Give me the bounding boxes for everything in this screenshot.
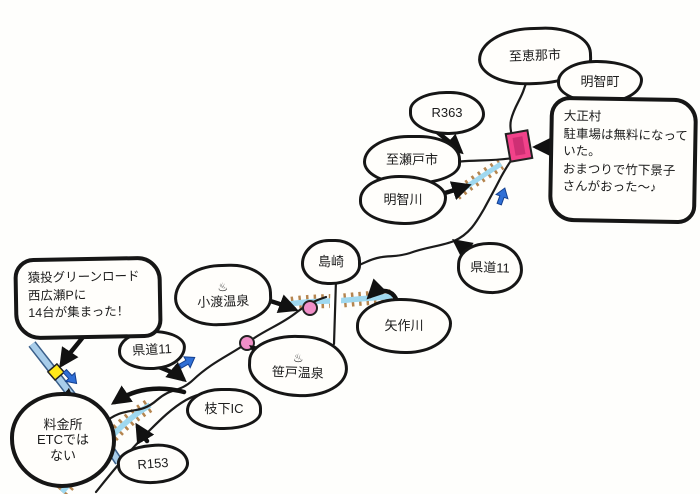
taisho-village-marker <box>504 129 534 163</box>
note-line: さんがおった〜♪ <box>562 178 657 195</box>
bubble-label: R363 <box>431 105 463 121</box>
bubble-label: 至瀬戸市 <box>385 152 438 168</box>
pointer-arrow <box>110 385 187 405</box>
bubble-label: 笹戸温泉 <box>271 363 325 381</box>
note-line: 西広瀬Pに <box>27 287 87 303</box>
note-taisho-village: 大正村 駐車場は無料になって いた。 おまつりで竹下景子 さんがおった〜♪ <box>547 95 699 225</box>
pointer-arrow <box>135 422 155 445</box>
onsen-spot-marker <box>302 300 318 316</box>
bubble-label: 県道11 <box>470 259 511 276</box>
note-line: おまつりで竹下景子 <box>562 161 676 178</box>
bubble-r363: R363 <box>409 91 485 135</box>
bubble-label: 枝下IC <box>204 401 244 417</box>
note-tollgate: 料金所 ETCでは ない <box>10 392 116 488</box>
note-line: いた。 <box>563 143 601 159</box>
note-line: ETCでは <box>36 432 89 448</box>
bubble-label: 県道11 <box>131 341 173 359</box>
bubble-label: 明智町 <box>580 74 620 90</box>
note-line: 料金所 <box>43 416 83 432</box>
bubble-label: R153 <box>136 455 169 473</box>
note-sanage-greenroad: 猿投グリーンロード 西広瀬Pに 14台が集まった！ <box>13 255 163 341</box>
note-line: 駐車場は無料になって <box>563 126 688 143</box>
bubble-label: 至恵那市 <box>508 47 562 65</box>
bubble-label: 明智川 <box>383 192 423 208</box>
hot-spring-icon: ♨ <box>292 350 304 365</box>
bubble-shimazaki: 島崎 <box>301 239 361 285</box>
hot-spring-icon: ♨ <box>217 279 229 294</box>
bubble-label: 矢作川 <box>384 318 424 334</box>
bubble-label: 島崎 <box>317 254 344 270</box>
note-line: 14台が集まった！ <box>28 304 130 321</box>
bubble-yahagi-river: 矢作川 <box>356 298 452 354</box>
note-line: ない <box>49 447 76 463</box>
note-line: 大正村 <box>563 108 602 124</box>
bubble-label: 小渡温泉 <box>196 292 250 310</box>
road-bridge <box>332 278 338 346</box>
note-line: 猿投グリーンロード <box>27 269 140 286</box>
bubble-shidare-ic: 枝下IC <box>186 388 262 430</box>
bubble-akechi-river: 明智川 <box>359 175 447 225</box>
